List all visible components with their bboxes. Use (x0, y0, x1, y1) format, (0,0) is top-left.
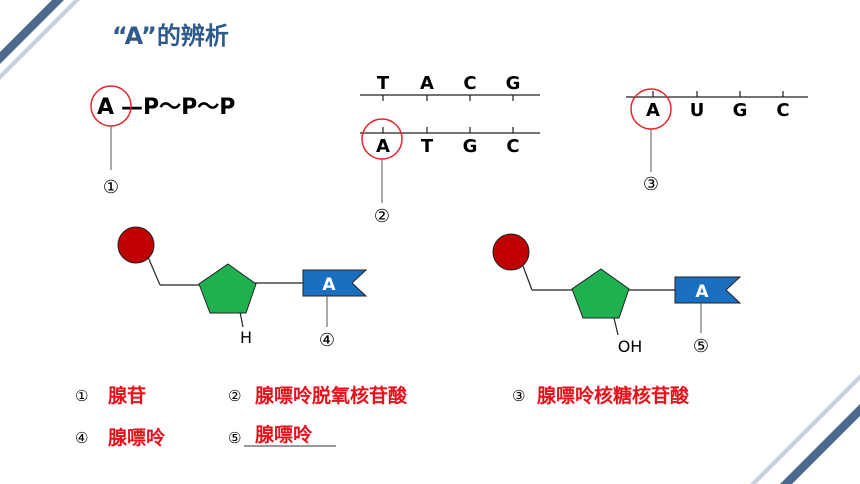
marker-1: ① (103, 177, 119, 198)
deoxynucleotide: A H ④ (117, 226, 368, 351)
atp-adenosine-letter: A (97, 95, 114, 120)
h-group-label: H (240, 328, 252, 347)
answer-text: 腺嘌呤脱氧核苷酸 (254, 384, 408, 407)
dna-bottom-base: G (463, 136, 478, 157)
decor-bottom-right (750, 374, 860, 484)
phosphate-icon (492, 233, 530, 271)
oh-group-label: OH (618, 337, 643, 356)
base-flag-icon (302, 269, 368, 297)
rna-base: A (646, 100, 660, 121)
dna-strands: T A C G A T G C ② (360, 73, 540, 227)
dna-bottom-base: A (376, 136, 390, 157)
dna-top-base: A (420, 73, 434, 94)
answer-number: ④ (75, 429, 88, 447)
ribonucleotide: A OH ⑤ (492, 233, 742, 357)
decor-top-left (0, 0, 80, 80)
answer-text: 腺嘌呤 (107, 426, 166, 449)
base-label: A (695, 282, 709, 302)
answer-number: ③ (512, 387, 525, 405)
atp-phosphate-chain: —P～P～P (121, 95, 235, 120)
marker-4: ④ (319, 330, 335, 351)
atp-structure: A —P～P～P ① (90, 85, 235, 198)
answer-text: 腺嘌呤 (254, 423, 313, 446)
ribose-pentagon-icon (571, 268, 630, 319)
marker-3: ③ (643, 174, 659, 195)
marker-2: ② (374, 206, 390, 227)
dna-bottom-base: C (506, 136, 519, 157)
dna-bottom-base: T (421, 136, 434, 157)
answer-text: 腺苷 (107, 384, 146, 407)
marker-5: ⑤ (693, 336, 709, 357)
rna-base: U (690, 100, 705, 121)
answer-number: ⑤ (228, 429, 241, 447)
page-title: “A”的辨析 (112, 22, 229, 50)
answer-text: 腺嘌呤核糖核苷酸 (536, 384, 690, 407)
dna-top-base: T (377, 73, 390, 94)
answers: ① 腺苷 ② 腺嘌呤脱氧核苷酸 ③ 腺嘌呤核糖核苷酸 ④ 腺嘌呤 ⑤ 腺嘌呤 (75, 384, 690, 449)
base-label: A (322, 275, 336, 295)
dna-top-base: G (506, 73, 521, 94)
deoxyribose-pentagon-icon (198, 263, 257, 314)
answer-number: ① (75, 387, 88, 405)
rna-strand: A U G C ③ (626, 88, 808, 195)
phosphate-icon (117, 226, 155, 264)
answer-number: ② (228, 387, 241, 405)
dna-top-base: C (463, 73, 476, 94)
rna-base: C (776, 100, 789, 121)
base-flag-icon (674, 276, 742, 304)
rna-base: G (733, 100, 748, 121)
